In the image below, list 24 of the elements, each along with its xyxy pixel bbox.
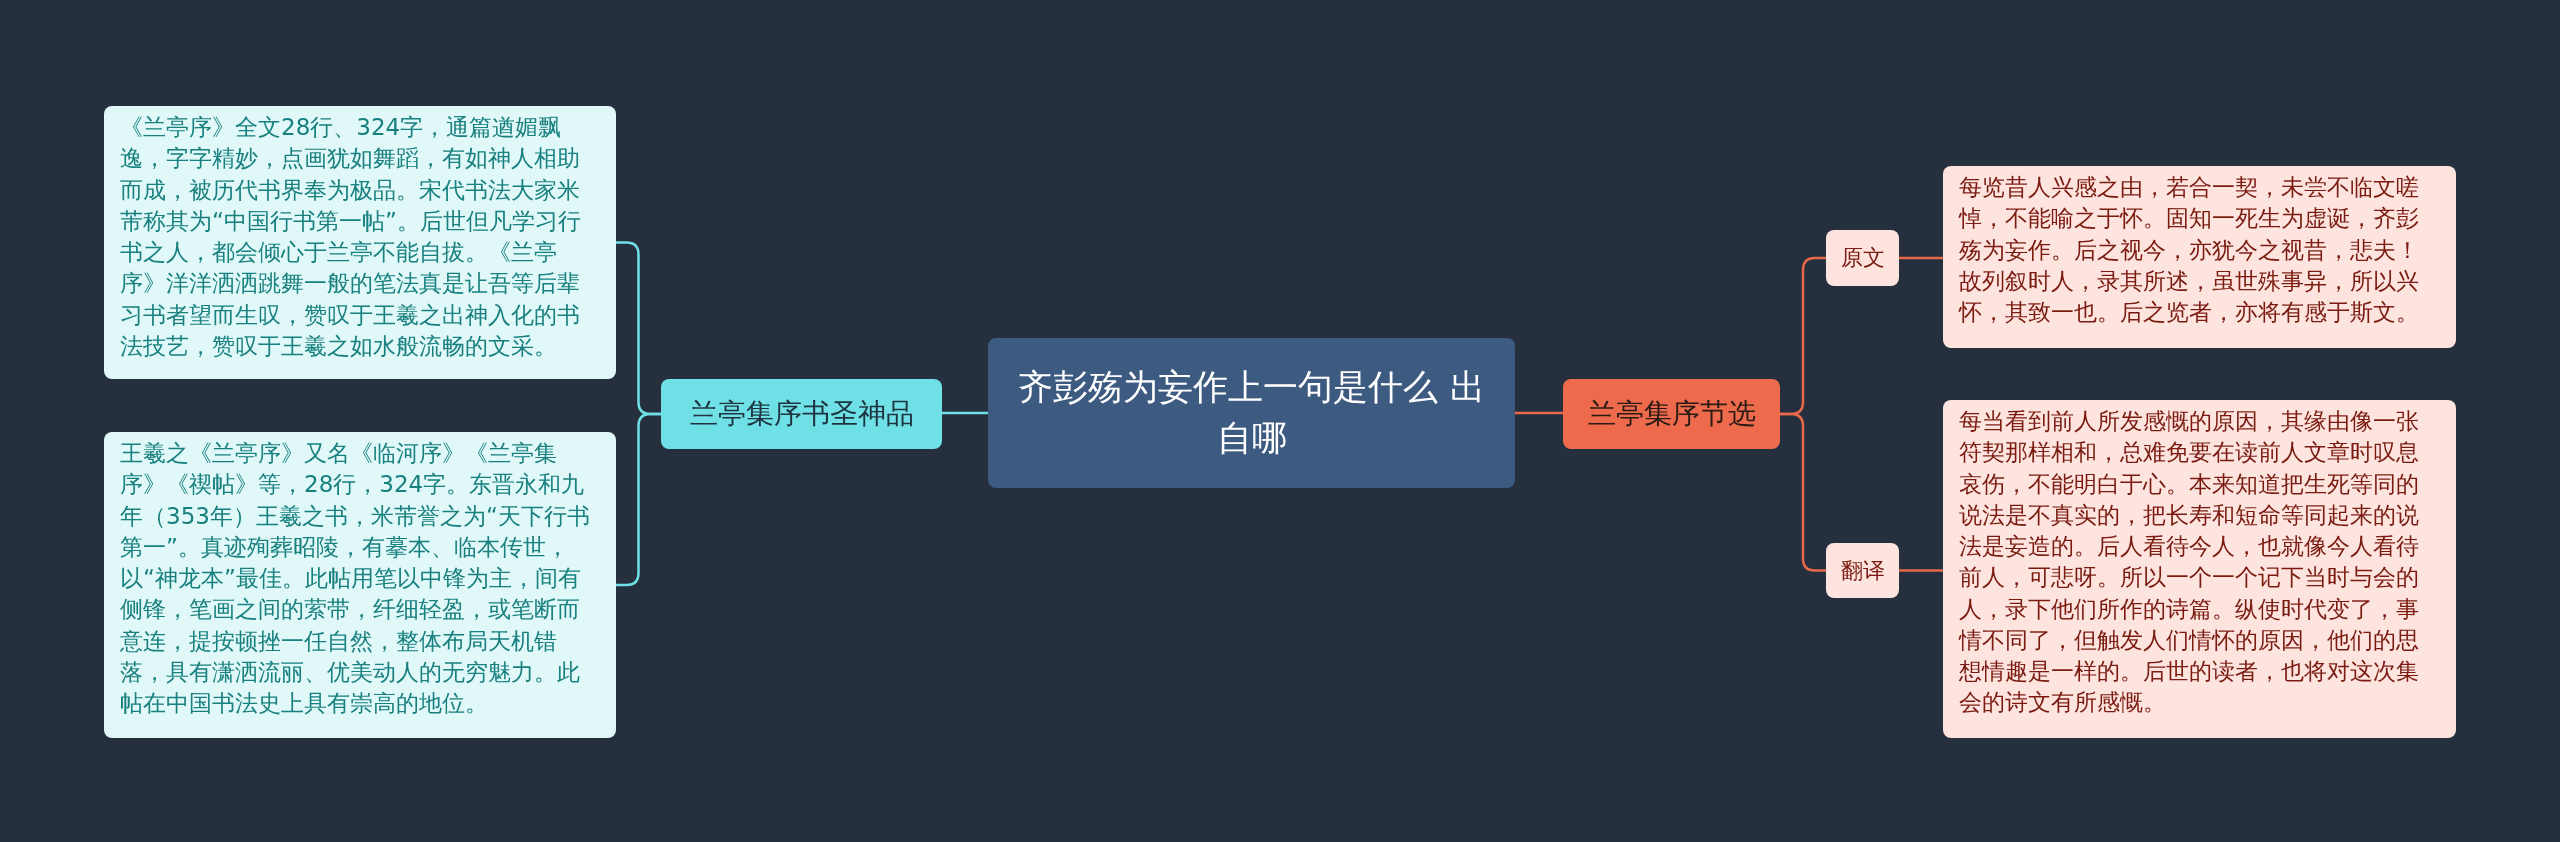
note-card (1943, 400, 2456, 738)
node-text: 齐彭殇为妄作上一句是什么 出自哪 (1018, 366, 1485, 460)
note-card (104, 432, 616, 738)
note-card (104, 106, 616, 379)
subtopic-box (1826, 543, 1899, 598)
connector-line (1515, 411, 1563, 415)
connector-line (1780, 412, 1826, 572)
branch-box (1563, 379, 1780, 449)
node-text: 兰亭集序书圣神品 (689, 396, 914, 432)
subtopic-box (1826, 230, 1899, 286)
node-text: 每览昔人兴感之由，若合一契，未尝不临文嗟悼，不能喻之于怀。固知一死生为虚诞，齐彭殇为妄作。后之视今，亦犹今之视昔，悲夫！故列叙时人，录其所述，虽世殊事异，所以兴怀，其致一也。后之览者，亦将有感于斯文。 (1959, 173, 2420, 328)
node-text: 每当看到前人所发感慨的原因，其缘由像一张符契那样相和，总难免要在读前人文章时叹息哀伤，不能明白于心。本来知道把生死等同的说法是不真实的，把长寿和短命等同起来的说法是妄造的。后人看待今人，也就像今人看待前人，可悲呀。所以一个一个记下当时与会的人，录下他们所作的诗篇。纵使时代变了，事情不同了，但触发人们情怀的原因，他们的思想情趣是一样的。后世的读者，也将对这次集会的诗文有所感慨。 (1959, 407, 2420, 718)
branch-box (661, 379, 942, 449)
node-text: 原文 (1840, 244, 1885, 272)
connector-line (1899, 256, 1943, 260)
note-card (1943, 166, 2456, 348)
connector-line (942, 411, 988, 415)
node-text: 兰亭集序节选 (1587, 396, 1756, 432)
node-text: 《兰亭序》全文28行、324字，通篇遒媚飘逸，字字精妙，点画犹如舞蹈，有如神人相助而成，被历代书界奉为极品。宋代书法大家米芾称其为“中国行书第一帖”。后世但凡学习行书之人，都会倾心于兰亭不能自拔。《兰亭序》洋洋洒洒跳舞一般的笔法真是让吾等后辈习书者望而生叹，赞叹于王羲之出神入化的书法技艺，赞叹于王羲之如水般流畅的文采。 (120, 113, 582, 361)
topic-box (988, 338, 1515, 488)
connector-line (1899, 569, 1943, 572)
node-text: 翻译 (1840, 556, 1885, 585)
connector-line (616, 412, 661, 587)
node-text: 王羲之《兰亭序》又名《临河序》《兰亭集序》《禊帖》等，28行，324字。东晋永和九年（353年）王羲之书，米芾誉之为“天下行书第一”。真迹殉葬昭陵，有摹本、临本传世，以“神龙本”最佳。此帖用笔以中锋为主，间有侧锋，笔画之间的萦带，纤细轻盈，或笔断而意连，提按顿挫一任自然，整体布局天机错落，具有潇洒流丽、优美动人的无穷魅力。此帖在中国书法史上具有崇高的地位。 (120, 439, 591, 719)
